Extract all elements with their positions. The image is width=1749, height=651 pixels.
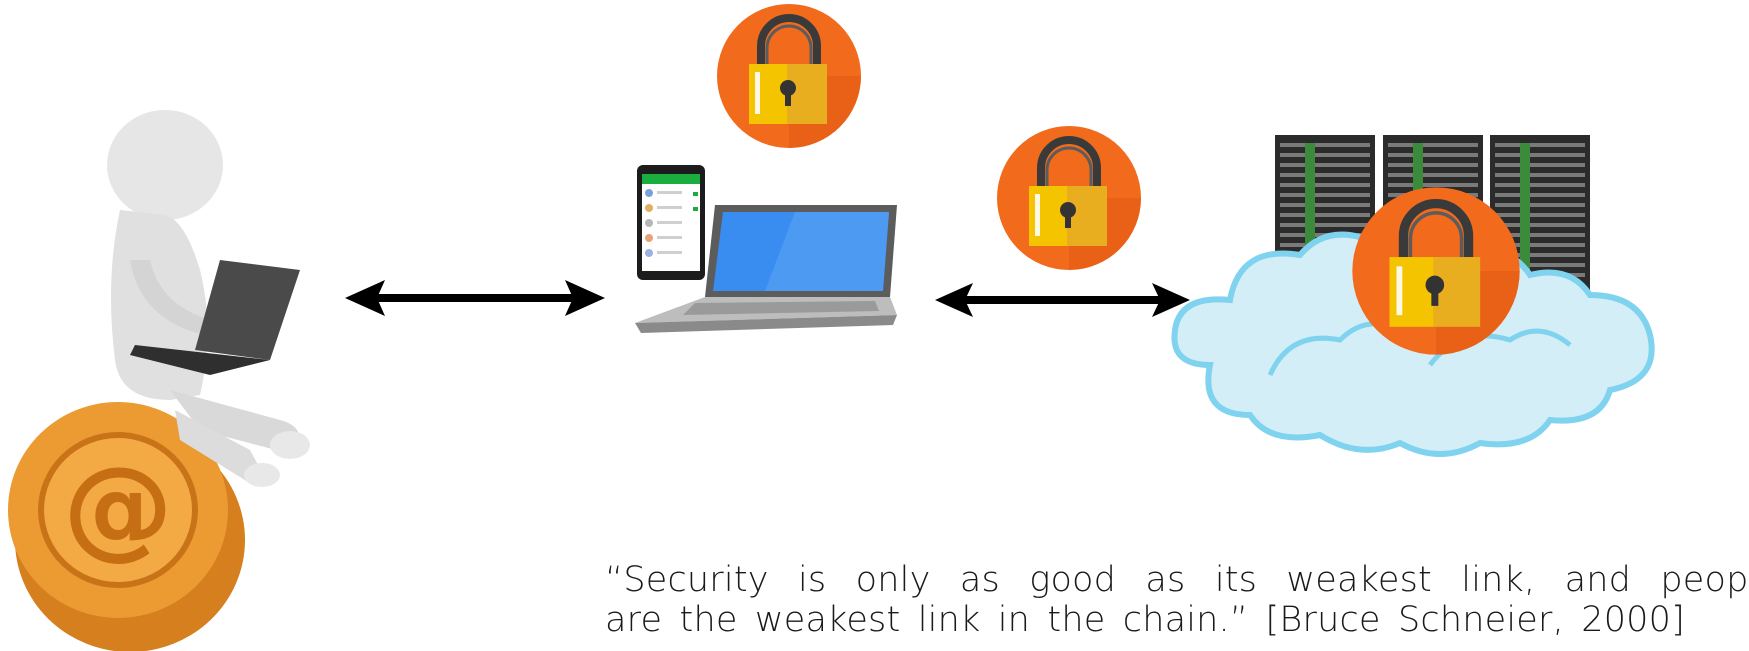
padlock-icon-top: [715, 2, 863, 150]
svg-text:@: @: [63, 443, 173, 571]
quote-line-1: “Security is only as good as its weakest…: [605, 560, 1749, 600]
person-with-laptop-illustration: @: [0, 110, 320, 651]
right-double-arrow: [935, 280, 1190, 320]
padlock-icon-middle: [995, 124, 1143, 272]
padlock-icon-cloud: [1350, 185, 1522, 357]
quote-line-2: are the weakest link in the chain.” [Bru…: [605, 600, 1685, 640]
left-double-arrow: [345, 278, 605, 318]
security-quote: “Security is only as good as its weakest…: [605, 560, 1749, 640]
laptop-and-phone-illustration: [635, 165, 905, 345]
